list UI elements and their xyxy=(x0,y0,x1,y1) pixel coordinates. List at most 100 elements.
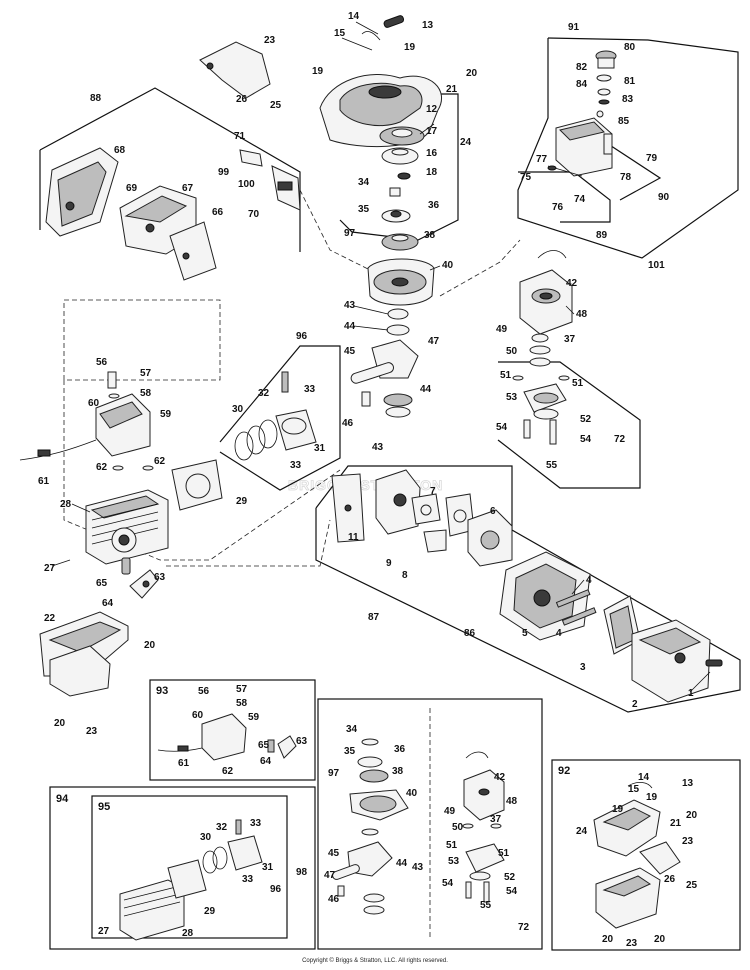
crankcase xyxy=(519,250,573,335)
air-filter-element xyxy=(603,595,641,655)
flywheel xyxy=(367,233,435,306)
callout-56: 56 xyxy=(96,357,108,368)
kit-94-callout-35: 35 xyxy=(344,746,356,757)
callout-19b: 19 xyxy=(404,42,416,53)
kit-94-callout-49: 49 xyxy=(444,806,456,817)
callout-49: 49 xyxy=(496,324,508,335)
callout-17: 17 xyxy=(426,126,438,137)
callout-22: 22 xyxy=(44,613,56,624)
callout-75: 75 xyxy=(520,172,532,183)
callout-51a: 51 xyxy=(500,370,512,381)
air-filter-cover xyxy=(631,619,723,703)
kit-94-callout-97: 97 xyxy=(328,768,340,779)
copyright-notice: Copyright © Briggs & Stratton, LLC. All … xyxy=(302,958,448,964)
kit-92-number: 92 xyxy=(558,765,570,777)
kit-94-callout-44: 44 xyxy=(396,858,408,869)
frame-87 xyxy=(315,465,741,713)
callout-37: 37 xyxy=(564,334,576,345)
guide-line-c xyxy=(299,189,371,271)
kit-95-callout-30: 30 xyxy=(200,832,212,843)
callout-68: 68 xyxy=(114,145,126,156)
callout-60: 60 xyxy=(88,398,100,409)
callout-40: 40 xyxy=(442,260,454,271)
callout-30: 30 xyxy=(232,404,244,415)
kit-92-callout-20b: 20 xyxy=(602,934,614,945)
callout-48: 48 xyxy=(576,309,588,320)
kit-94-callout-36: 36 xyxy=(394,744,406,755)
callout-90: 90 xyxy=(658,192,670,203)
callout-55: 55 xyxy=(546,460,558,471)
kit-92-callout-20c: 20 xyxy=(654,934,666,945)
callout-35: 35 xyxy=(358,204,370,215)
callout-86: 86 xyxy=(464,628,476,639)
callout-54b: 54 xyxy=(580,434,592,445)
callout-79: 79 xyxy=(646,153,658,164)
kit-94-callout-34: 34 xyxy=(346,724,358,735)
kit-94-callout-54a: 54 xyxy=(442,878,454,889)
callout-21: 21 xyxy=(446,84,458,95)
kit-94-callout-55: 55 xyxy=(480,900,492,911)
callout-45: 45 xyxy=(344,346,356,357)
muffler-deflector xyxy=(239,149,301,211)
carburetor-gaskets xyxy=(411,493,475,537)
air-filter-screws xyxy=(555,589,597,626)
kit-95-callout-33a: 33 xyxy=(250,818,262,829)
frame-91 xyxy=(547,37,739,70)
starter-pulley-spring xyxy=(379,126,425,180)
callout-4a: 4 xyxy=(586,575,592,586)
callout-61: 61 xyxy=(38,476,50,487)
callout-66: 66 xyxy=(212,207,224,218)
kit-92-callout-19a: 19 xyxy=(612,804,624,815)
kit-92-callout-23a: 23 xyxy=(682,836,694,847)
callout-20b: 20 xyxy=(144,640,156,651)
leader-lines xyxy=(51,21,711,693)
callout-23b: 23 xyxy=(86,726,98,737)
callout-3: 3 xyxy=(580,662,586,673)
callout-89: 89 xyxy=(596,230,608,241)
callout-34: 34 xyxy=(358,177,370,188)
kit-94-callout-51a: 51 xyxy=(446,840,458,851)
callout-81: 81 xyxy=(624,76,636,87)
callout-65: 65 xyxy=(96,578,108,589)
kit-box-94 xyxy=(49,786,316,950)
kit-93-callout-63: 63 xyxy=(296,736,308,747)
callout-84: 84 xyxy=(576,79,588,90)
callout-87: 87 xyxy=(368,612,380,623)
callout-96: 96 xyxy=(296,331,308,342)
callout-20a: 20 xyxy=(466,68,478,79)
cylinder xyxy=(85,489,169,565)
callout-33b: 33 xyxy=(290,460,302,471)
callout-64: 64 xyxy=(102,598,114,609)
callout-67: 67 xyxy=(182,183,194,194)
fuel-cap-assembly xyxy=(595,50,617,118)
callout-80: 80 xyxy=(624,42,636,53)
callout-88: 88 xyxy=(90,93,102,104)
clutch-assembly xyxy=(512,333,570,445)
kit-93-ignition-coil xyxy=(157,713,297,761)
frame-72 xyxy=(497,361,641,489)
callout-71: 71 xyxy=(234,131,246,142)
kit-94-callout-72: 72 xyxy=(518,922,530,933)
kit-95-callout-33b: 33 xyxy=(242,874,254,885)
kit-95-callout-31: 31 xyxy=(262,862,274,873)
frame-88 xyxy=(39,87,301,252)
callout-5: 5 xyxy=(522,628,528,639)
guide-line-d xyxy=(439,239,521,297)
kit-92-starter-shroud xyxy=(593,782,681,929)
callout-59: 59 xyxy=(160,409,172,420)
kit-94-crankcase xyxy=(462,751,505,903)
spark-arrestor-shield xyxy=(199,41,271,99)
callout-62b: 62 xyxy=(154,456,166,467)
engine-cover-shroud xyxy=(39,611,129,697)
kit-94-95-labels: 94 95 32 33 30 31 33 96 29 28 27 34 35 3… xyxy=(56,724,530,939)
kit-92-callout-14: 14 xyxy=(638,772,650,783)
callout-82: 82 xyxy=(576,62,588,73)
callout-12: 12 xyxy=(426,104,438,115)
air-intake-adapter xyxy=(467,509,513,567)
kit-92-callout-24: 24 xyxy=(576,826,588,837)
ignition-coil xyxy=(19,371,154,471)
callout-28: 28 xyxy=(60,499,72,510)
kit-94-crank-assembly xyxy=(332,738,409,915)
callout-62a: 62 xyxy=(96,462,108,473)
callout-57: 57 xyxy=(140,368,152,379)
